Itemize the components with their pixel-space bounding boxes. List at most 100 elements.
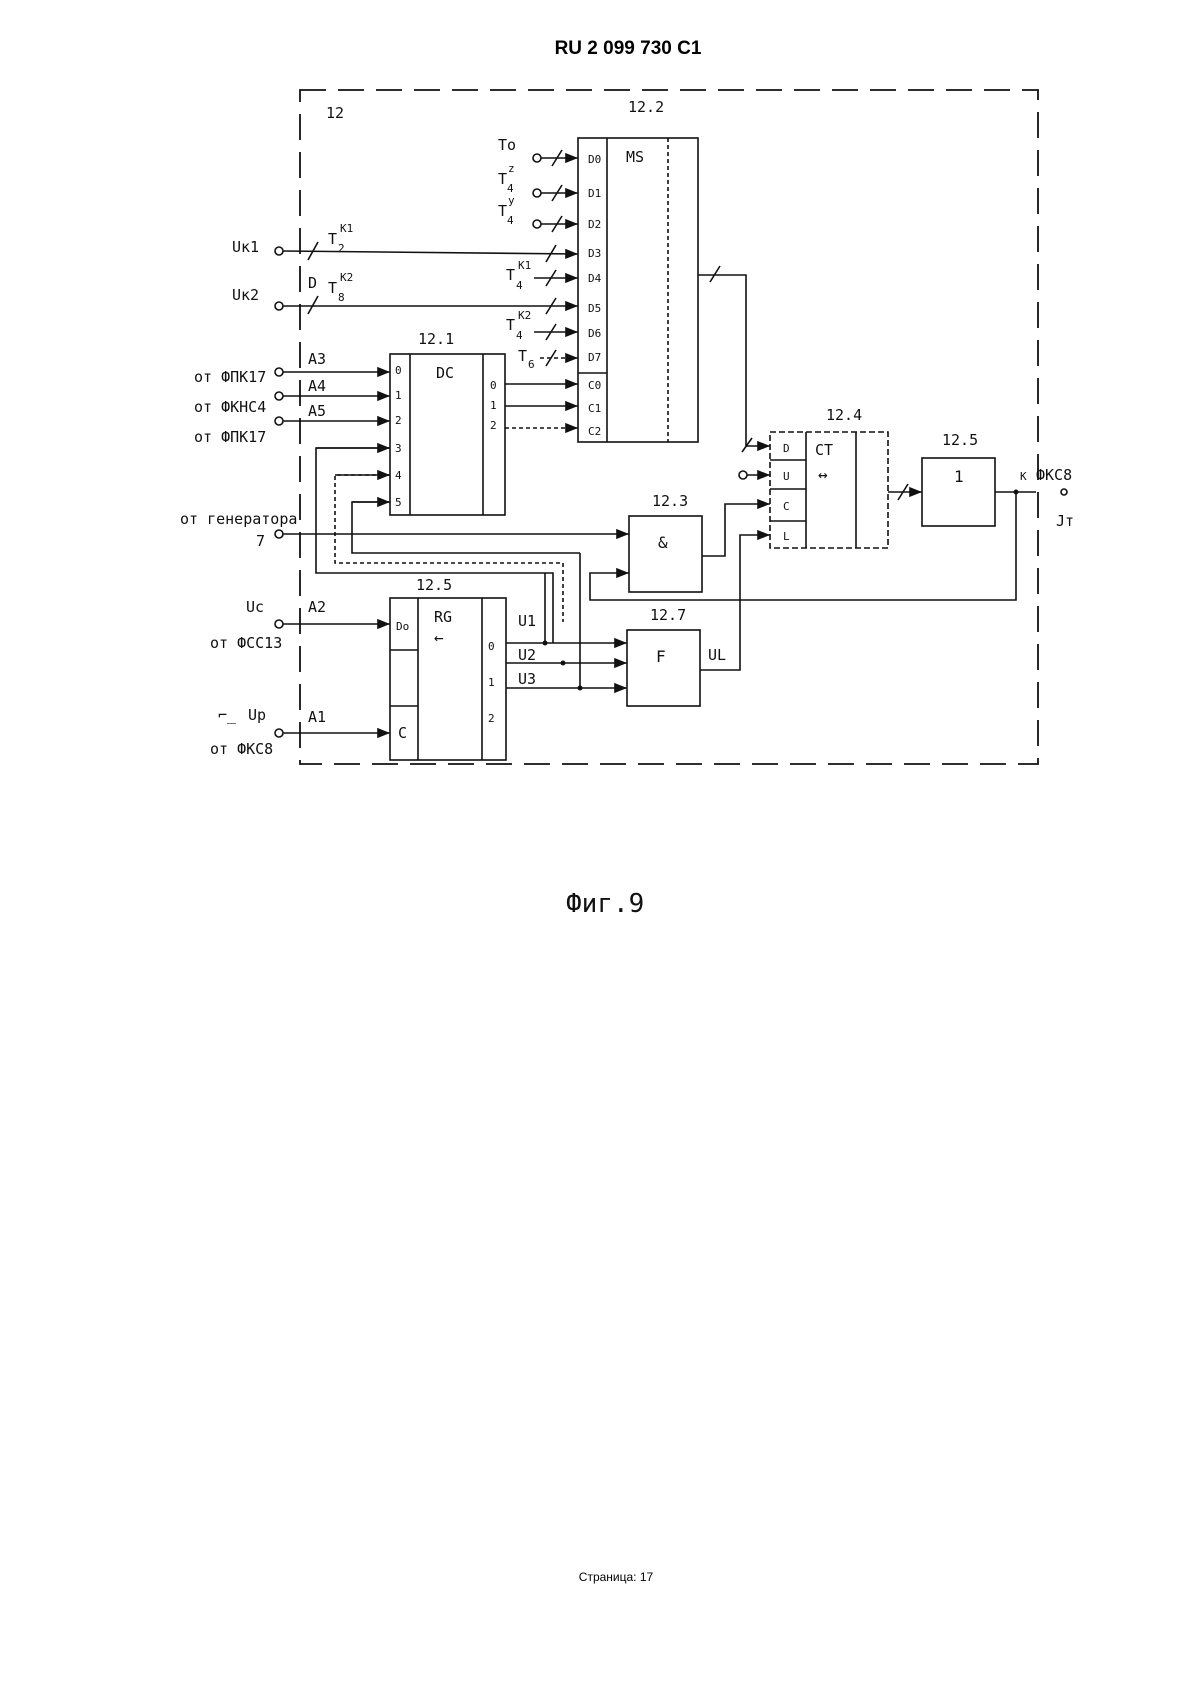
block-12-2-num: 12.2	[628, 98, 664, 116]
signal-t4k1: T	[506, 266, 515, 284]
figure-caption: Фиг.9	[566, 889, 644, 919]
t4k1-input: T K1 4	[506, 259, 578, 292]
dc-address-inputs: от ФПК17 A3 от ФКНС4 A4 от ФПК17 A5	[194, 350, 390, 446]
ms-pin-c0: C0	[588, 379, 601, 392]
ct-pin-d: D	[783, 442, 790, 455]
ct-pin-l: L	[783, 530, 790, 543]
signal-uk1: Uк1	[232, 238, 259, 256]
signal-a5: A5	[308, 402, 326, 420]
rg-pin-c: C	[398, 724, 407, 742]
block-12-4-type: CT	[815, 441, 833, 459]
page-number: Страница: 17	[578, 1570, 654, 1584]
signal-t4k2: T	[506, 316, 515, 334]
block-12-4-arrow: ↔	[818, 465, 828, 484]
ms-pin-d6: D6	[588, 327, 601, 340]
signal-t4k1-sub: 4	[516, 279, 523, 292]
dc-in-3: 3	[395, 442, 402, 455]
dc-in-0: 0	[395, 364, 402, 377]
signal-t4k2-sub: 4	[516, 329, 523, 342]
wire-ul-to-l	[700, 529, 770, 671]
source-generator-num: 7	[256, 532, 265, 550]
ms-pin-d3: D3	[588, 247, 601, 260]
signal-up: Up	[248, 706, 266, 724]
dc-in-5: 5	[395, 496, 402, 509]
dc-in-1: 1	[395, 389, 402, 402]
block-12-6-rg: 12.5 RG ← Do C 0 1 2	[389, 576, 507, 761]
ct-u-terminal	[738, 470, 748, 480]
signal-a3: A3	[308, 350, 326, 368]
source-fpk17-a: от ФПК17	[194, 368, 266, 386]
signal-t8k2-sub: 8	[338, 291, 345, 304]
signal-t8k2-sup: K2	[340, 271, 353, 284]
generator-input: от генератора 7	[180, 510, 629, 550]
rg-pin-do: Do	[396, 620, 409, 633]
ms-inputs-t: To T z 4 T y 4	[498, 136, 578, 233]
dc-out-0: 0	[490, 379, 497, 392]
block-12-5-num: 12.5	[942, 431, 978, 449]
signal-t6: T	[518, 347, 527, 365]
signal-t4y-sup: y	[508, 194, 515, 207]
block-12-7-f: 12.7 F	[626, 606, 701, 707]
dc-out-1: 1	[490, 399, 497, 412]
rg-out-1: 1	[488, 676, 495, 689]
block-12-2-ms: 12.2 MS D0 D1 D2 D3 D4 D5 D6 D7 C0 C1 C2	[577, 98, 699, 443]
wire-dc5	[351, 501, 580, 554]
wire-and-to-c	[702, 498, 770, 557]
uk1-line: Uк1 T K1 2	[232, 222, 579, 263]
block-12-1-dc: 12.1 DC 0 1 2 3 4 5 0 1 2	[389, 330, 506, 516]
signal-a1: A1	[308, 708, 326, 726]
block-12-6-type: RG	[434, 608, 452, 626]
signal-t4k2-sup: K2	[518, 309, 531, 322]
block-12-7-num: 12.7	[650, 606, 686, 624]
block-12-7-type: F	[656, 647, 666, 666]
block-12-5-type: 1	[954, 467, 964, 486]
signal-fks8-right: ФКС8	[1036, 466, 1072, 484]
signal-t6-sub: 6	[528, 358, 535, 371]
dc-in-2: 2	[395, 414, 402, 427]
signal-jt: Jт	[1056, 512, 1074, 530]
signal-u2: U2	[518, 646, 536, 664]
rg-out-0: 0	[488, 640, 495, 653]
source-fks8: от ФКС8	[210, 740, 273, 758]
block-12-1-num: 12.1	[418, 330, 454, 348]
signal-t4y-sub: 4	[507, 214, 514, 227]
signal-t2k1: T	[328, 230, 337, 248]
source-fcc13: от ФСС13	[210, 634, 282, 652]
block-12-1-type: DC	[436, 364, 454, 382]
document-number: RU 2 099 730 C1	[554, 38, 702, 59]
block-12-5-or: 12.5 1	[921, 431, 996, 527]
signal-t4z-sub: 4	[507, 182, 514, 195]
negative-edge-icon: ⌐_	[218, 706, 237, 724]
signal-t4y: T	[498, 202, 507, 220]
uk2-line: Uк2 D T K2 8	[232, 271, 578, 315]
signal-t8k2: T	[328, 279, 337, 297]
signal-t2k1-sup: K1	[340, 222, 353, 235]
signal-u3: U3	[518, 670, 536, 688]
junction-k	[1013, 489, 1019, 495]
block-12-label: 12	[326, 104, 344, 122]
t6-input: T 6	[518, 347, 578, 371]
t4k2-input: T K2 4	[506, 309, 578, 342]
ms-pin-d5: D5	[588, 302, 601, 315]
ms-pin-c1: C1	[588, 402, 601, 415]
signal-k: K	[1020, 470, 1027, 483]
signal-a2: A2	[308, 598, 326, 616]
block-12-6-arrow: ←	[434, 628, 444, 647]
rg-out-2: 2	[488, 712, 495, 725]
signal-t4z: T	[498, 170, 507, 188]
block-12-frame	[299, 89, 1039, 765]
wire-feedback-and	[589, 492, 1017, 601]
ms-pin-d2: D2	[588, 218, 601, 231]
signal-ul: UL	[708, 646, 726, 664]
output-terminal	[1060, 488, 1068, 496]
ct-pin-u: U	[783, 470, 790, 483]
ct-pin-c: C	[783, 500, 790, 513]
signal-t2k1-sub: 2	[338, 242, 345, 255]
ms-pin-d7: D7	[588, 351, 601, 364]
block-12-3-num: 12.3	[652, 492, 688, 510]
wire-ms-to-ct	[698, 274, 770, 452]
source-generator: от генератора	[180, 510, 297, 528]
ms-pin-c2: C2	[588, 425, 601, 438]
ms-pin-d1: D1	[588, 187, 601, 200]
